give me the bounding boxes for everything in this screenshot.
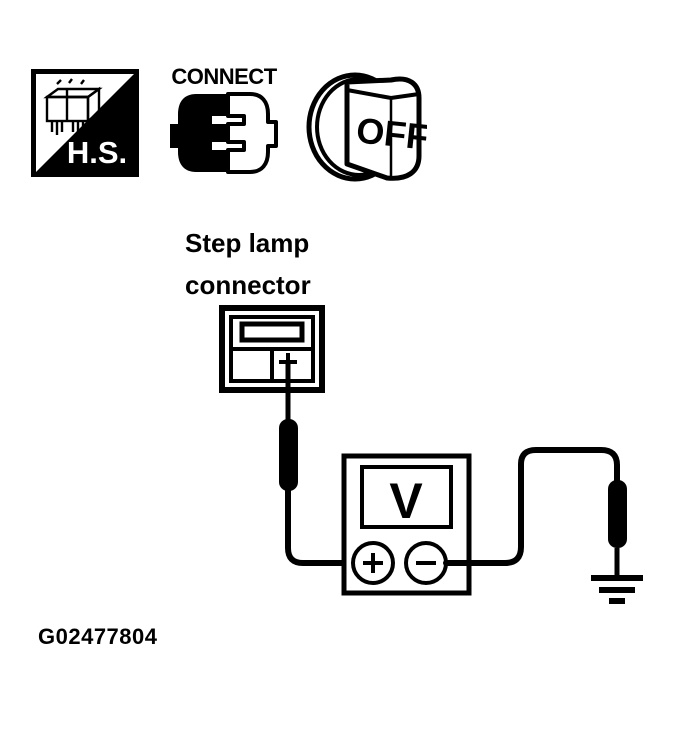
page-title: Step lamp connector xyxy=(185,222,311,306)
step-lamp-connector xyxy=(219,305,325,393)
figure-code: G02477804 xyxy=(38,624,158,649)
ground-symbol xyxy=(591,575,643,604)
ignition-off-icon: OFF xyxy=(303,68,430,186)
positive-probe xyxy=(279,362,358,566)
icon-row: H.S. CONNECT OFF xyxy=(0,0,679,200)
svg-text:H.S.: H.S. xyxy=(67,135,127,170)
negative-probe xyxy=(608,480,627,578)
voltmeter-display: V xyxy=(389,473,423,529)
connect-label: CONNECT xyxy=(171,64,277,89)
connect-icon: CONNECT xyxy=(168,66,280,180)
svg-text:OFF: OFF xyxy=(354,109,427,157)
voltmeter: V xyxy=(341,453,472,596)
negative-lead xyxy=(443,447,620,566)
connector-title-line1: Step lamp xyxy=(185,228,310,258)
connector-title-line2: connector xyxy=(185,270,311,300)
hs-badge-icon: H.S. xyxy=(31,69,139,177)
